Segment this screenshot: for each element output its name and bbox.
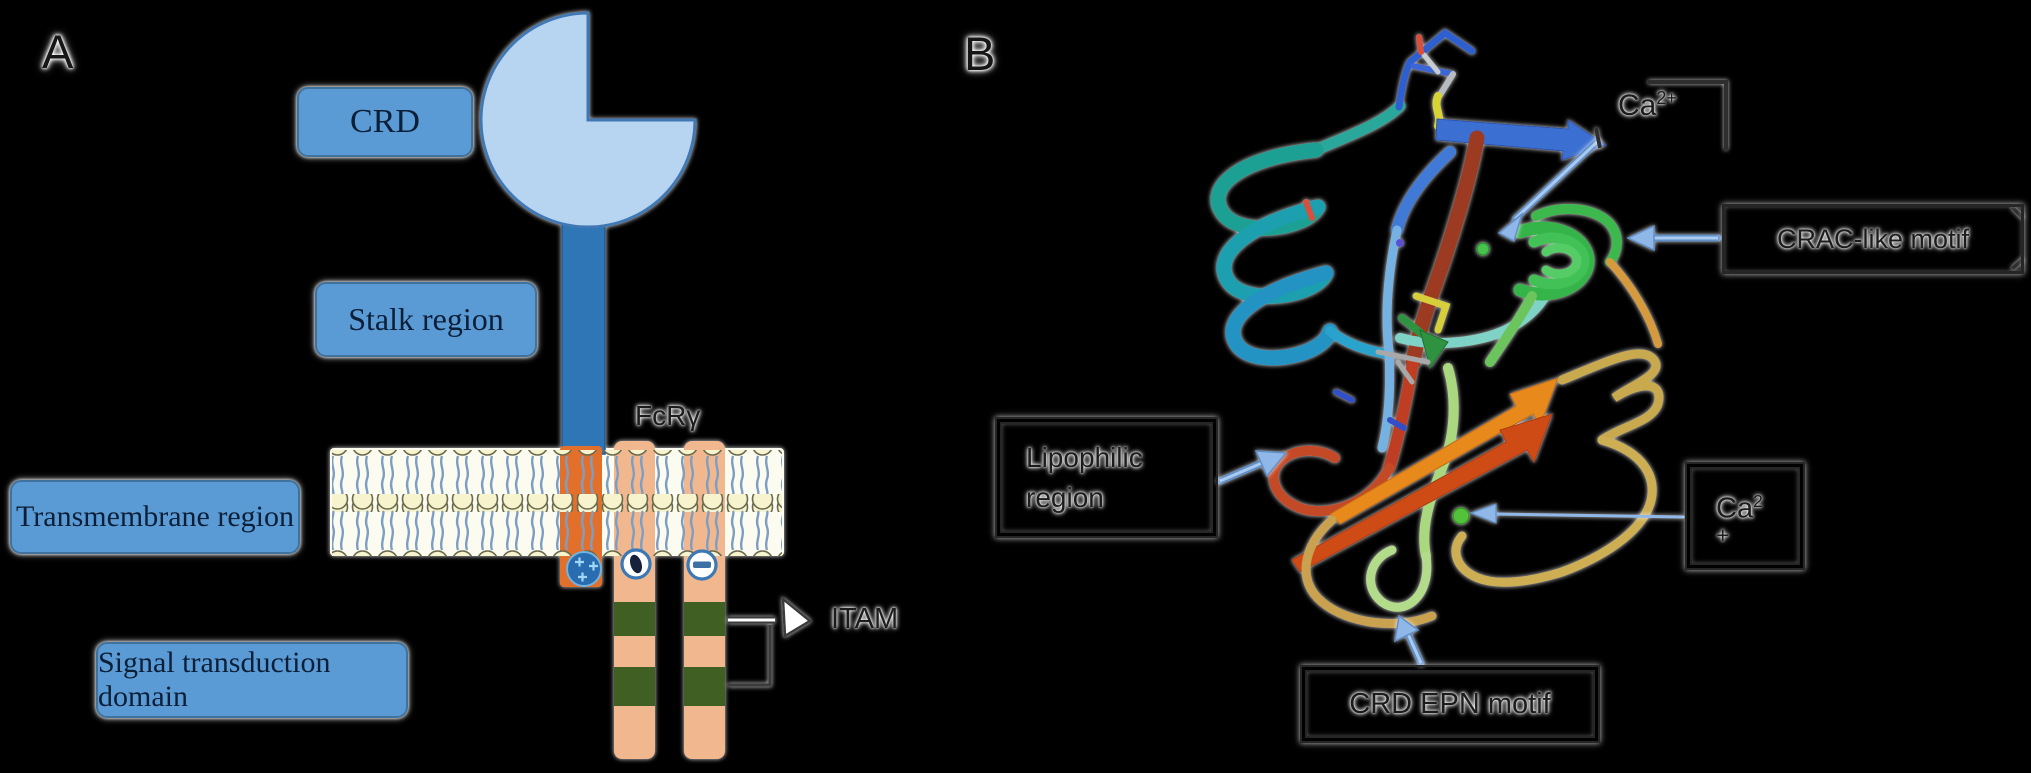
lipophilic-region-box: Lipophilic region [995, 417, 1218, 538]
crd-epn-motif-label: CRD EPN motif [1349, 687, 1551, 720]
crac-motif-arrow [1626, 224, 1722, 252]
ca2-top-label: Ca2+ [1618, 88, 1677, 123]
stalk-shape [561, 217, 606, 455]
ca2-right-sup: 2 [1753, 491, 1763, 512]
crd-label: CRD [350, 103, 420, 140]
stalk-region-label: Stalk region [348, 301, 504, 337]
protein-structure [1210, 28, 1664, 628]
signal-transduction-label-box: Signal transduction domain [96, 642, 408, 718]
lipid-bilayer-bottom-row [332, 494, 782, 556]
lipophilic-region-label-line1: Lipophilic [1026, 441, 1143, 473]
positive-charge-circle [566, 551, 602, 587]
fcr-gamma-label: FcRγ [635, 400, 701, 431]
panel-a-label: A [42, 25, 75, 78]
crac-motif-box: CRAC-like motif [1722, 204, 2024, 274]
calcium-ion-bottom [1452, 507, 1470, 525]
annotation-arrows [1216, 138, 1722, 667]
plus-marks [575, 557, 598, 582]
crd-domain-shape [479, 11, 697, 229]
ca2-right-base: Ca [1716, 492, 1754, 525]
ca2-top-label-base: Ca [1618, 89, 1657, 122]
ca2-right-plus: + [1716, 521, 1730, 548]
ca2-right-label: Ca2 [1716, 486, 1763, 524]
lipophilic-region-arrow [1216, 450, 1288, 485]
ca-top-arrow [1497, 138, 1601, 243]
lipophilic-region-label-line2: region [1026, 481, 1104, 513]
crd-epn-motif-box: CRD EPN motif [1300, 665, 1600, 743]
ca-top-bracket [1648, 80, 1728, 150]
ca2-right-box: Ca2 + [1685, 462, 1805, 570]
ca-right-arrow [1469, 503, 1685, 524]
transmembrane-region-label-box: Transmembrane region [10, 480, 300, 554]
receptor-schematic [330, 11, 784, 759]
signal-transduction-label: Signal transduction domain [98, 646, 331, 713]
crd-epn-motif-arrow [1394, 614, 1425, 667]
stalk-region-label-box: Stalk region [315, 282, 537, 357]
calcium-ion-top [1476, 242, 1490, 256]
crd-label-box: CRD [297, 87, 473, 157]
arrow-origin-tick [1594, 127, 1602, 149]
itam-bracket-arrow [728, 596, 813, 687]
itam-segments [614, 602, 725, 706]
transmembrane-region-label: Transmembrane region [16, 500, 294, 533]
panel-b-label: B [964, 27, 997, 80]
ca2-top-label-sup: 2+ [1656, 88, 1677, 108]
itam-label: ITAM [831, 603, 899, 635]
crac-motif-label: CRAC-like motif [1776, 223, 1970, 254]
